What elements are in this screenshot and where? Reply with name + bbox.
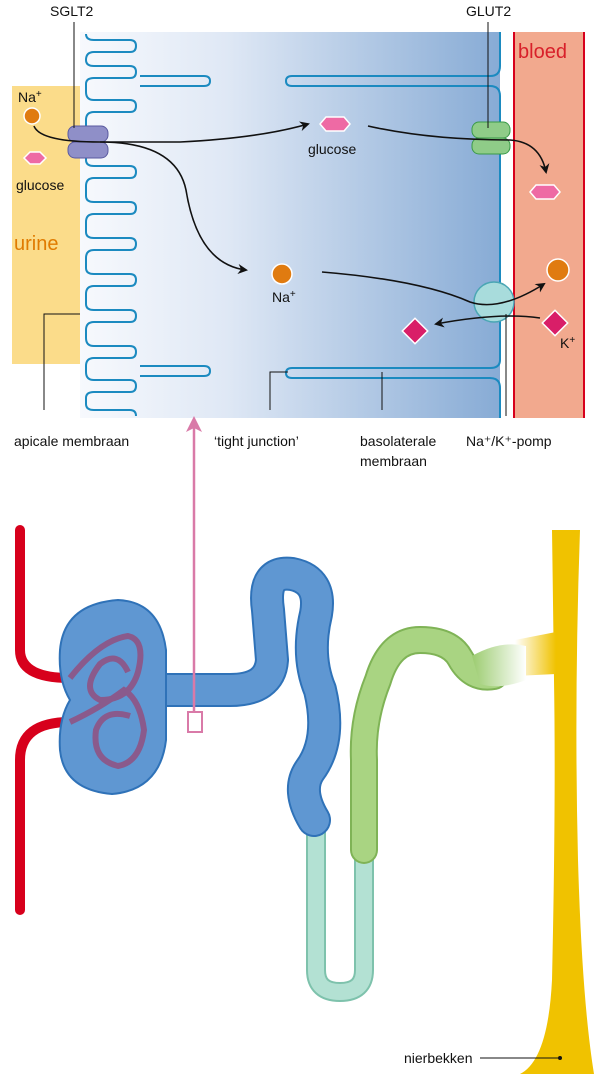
glucose-cell bbox=[320, 117, 350, 131]
nierbekken-label: nierbekken bbox=[404, 1050, 473, 1066]
detail-pointer-box bbox=[188, 712, 202, 732]
blood-vessel bbox=[514, 32, 584, 418]
nephron: nierbekken bbox=[20, 424, 594, 1074]
tight-label: ‘tight junction’ bbox=[214, 433, 299, 449]
apicale-label: apicale membraan bbox=[14, 433, 129, 449]
sodium-blood bbox=[547, 259, 569, 281]
cell-detail: SGLT2 GLUT2 bloed urine Na+ glucose gluc… bbox=[12, 3, 584, 469]
renal-pelvis bbox=[520, 530, 594, 1074]
pomp-label: Na⁺/K⁺-pomp bbox=[466, 433, 552, 449]
sodium-cell bbox=[272, 264, 292, 284]
distal-tubule bbox=[364, 640, 494, 850]
cell-body bbox=[80, 32, 500, 418]
glut2-label: GLUT2 bbox=[466, 3, 511, 19]
glucose-urine bbox=[24, 152, 46, 164]
bloed-label: bloed bbox=[518, 41, 567, 63]
sglt2-label: SGLT2 bbox=[50, 3, 94, 19]
glut2-transporter bbox=[472, 122, 510, 154]
glucose-blood bbox=[530, 185, 560, 199]
baso-label-line2: membraan bbox=[360, 453, 427, 469]
glucose-cell-label: glucose bbox=[308, 141, 356, 157]
glucose-urine-label: glucose bbox=[16, 177, 64, 193]
nierbekken-dot bbox=[558, 1056, 562, 1060]
baso-label-line1: basolaterale bbox=[360, 433, 436, 449]
proximal-tubule bbox=[150, 574, 324, 820]
urine-label: urine bbox=[14, 233, 58, 255]
sodium-urine bbox=[24, 108, 40, 124]
distal-tubule-fade bbox=[472, 644, 526, 686]
